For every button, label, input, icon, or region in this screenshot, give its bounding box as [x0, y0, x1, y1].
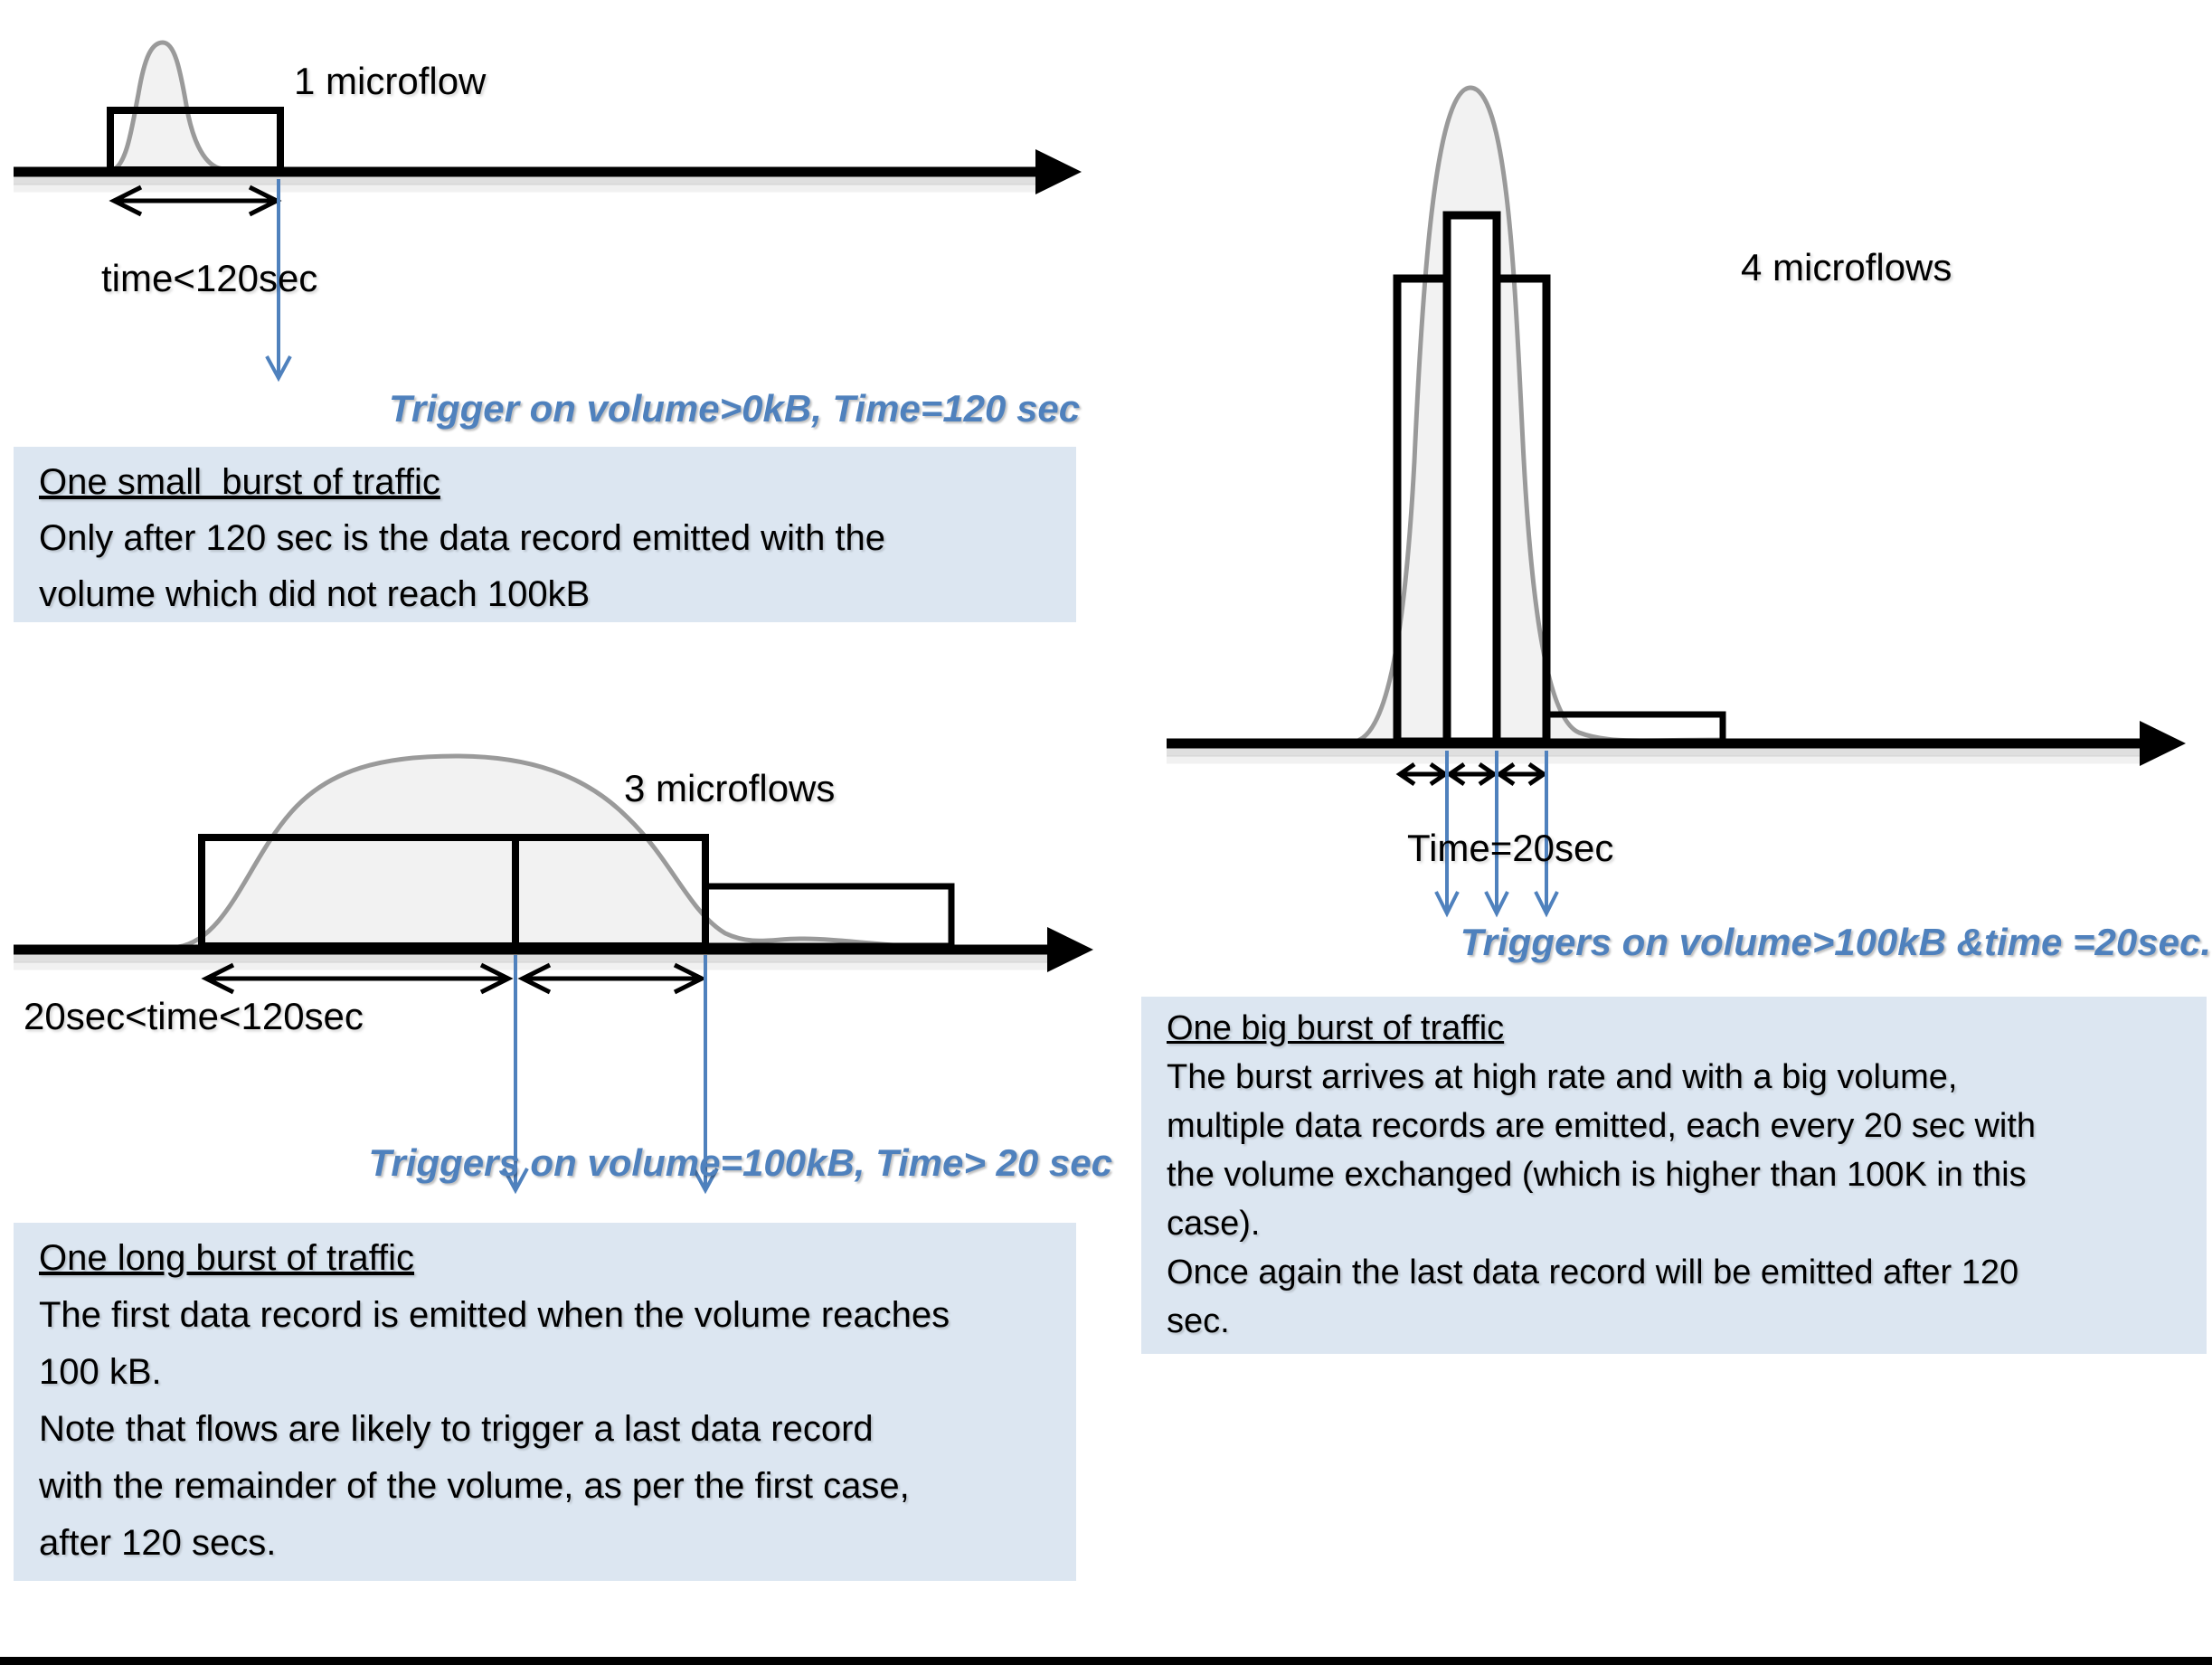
trigger-arrow	[502, 955, 529, 1195]
timeline-arrowhead-icon	[2140, 721, 2186, 766]
box-line: 100 kB.	[39, 1352, 162, 1392]
box-line: The first data record is emitted when th…	[39, 1295, 950, 1335]
box-line: The burst arrives at high rate and with …	[1167, 1058, 1958, 1096]
box-line: volume which did not reach 100kB	[39, 574, 591, 614]
trigger-arrow	[692, 955, 719, 1195]
small-burst-curve	[110, 40, 229, 173]
trigger-annotation: Triggers on volume>100kB &time =20sec.	[1460, 921, 2211, 963]
long-burst-curve	[177, 753, 909, 950]
trigger-arrow	[1434, 751, 1460, 918]
trigger-annotation: Triggers on volume=100kB, Time> 20 sec	[368, 1141, 1112, 1184]
time-range-label: Time=20sec	[1407, 827, 1614, 869]
duration-arrow	[1445, 762, 1498, 787]
panel-four-microflows-art	[1167, 85, 2186, 918]
flow-count-label: 1 microflow	[294, 60, 487, 102]
box-line: multiple data records are emitted, each …	[1167, 1107, 2037, 1145]
box-line: case).	[1167, 1205, 1261, 1243]
flow-count-label: 4 microflows	[1741, 246, 1952, 289]
explanation-box-small-burst: One small burst of traffic Only after 12…	[14, 447, 1076, 622]
box-heading: One big burst of traffic	[1167, 1009, 1505, 1047]
microflow-rect	[1442, 211, 1501, 746]
box-line: the volume exchanged (which is higher th…	[1167, 1156, 2027, 1194]
trigger-arrow	[1534, 751, 1559, 918]
trigger-arrow	[265, 179, 292, 383]
box-line: with the remainder of the volume, as per…	[39, 1466, 910, 1506]
big-burst-curve	[1354, 85, 1725, 746]
trigger-arrow	[1484, 751, 1509, 918]
panel-one-microflow-art	[14, 40, 1082, 383]
box-line: Only after 120 sec is the data record em…	[39, 518, 886, 558]
time-range-label: time<120sec	[101, 257, 318, 299]
flow-count-label: 3 microflows	[624, 767, 836, 809]
duration-arrow	[1395, 762, 1450, 787]
explanation-box-long-burst: One long burst of traffic The first data…	[14, 1223, 1076, 1581]
explanation-box-big-burst: One big burst of traffic The burst arriv…	[1141, 997, 2207, 1354]
duration-arrow	[1495, 762, 1548, 787]
box-heading: One long burst of traffic	[39, 1238, 415, 1278]
box-line: sec.	[1167, 1302, 1230, 1340]
box-heading: One small burst of traffic	[39, 462, 440, 502]
duration-arrow	[201, 962, 514, 995]
slide-bottom-border	[0, 1657, 2212, 1665]
trigger-annotation: Trigger on volume>0kB, Time=120 sec	[389, 387, 1081, 430]
box-line: after 120 secs.	[39, 1523, 277, 1563]
panel-three-microflows-art	[14, 753, 1093, 1195]
box-line: Once again the last data record will be …	[1167, 1253, 2019, 1291]
time-range-label: 20sec<time<120sec	[24, 995, 364, 1037]
box-line: Note that flows are likely to trigger a …	[39, 1409, 874, 1449]
timeline-arrowhead-icon	[1035, 149, 1082, 194]
duration-arrow	[517, 962, 707, 995]
timeline-arrowhead-icon	[1047, 927, 1093, 972]
